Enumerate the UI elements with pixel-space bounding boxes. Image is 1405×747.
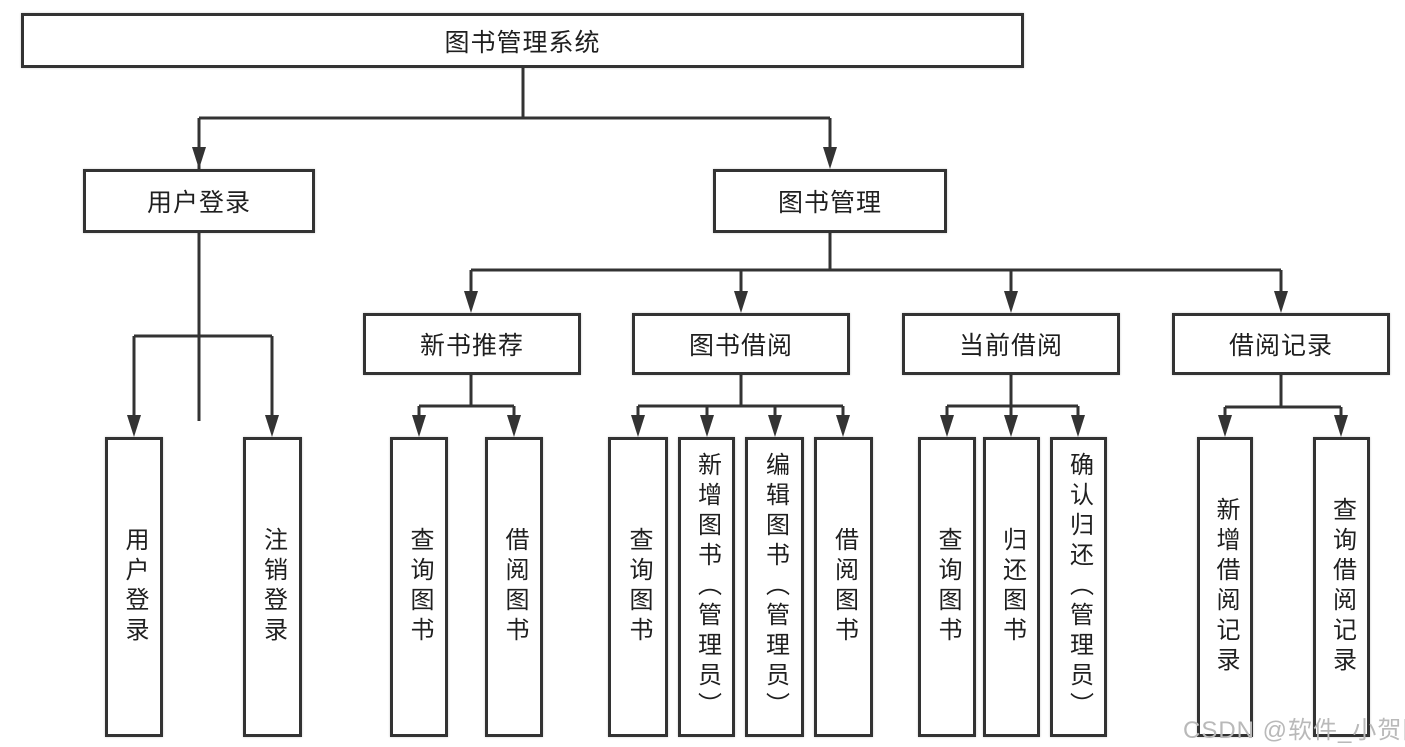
leaf-logout-label: 注销登录 [259, 527, 287, 647]
leaf-borrowing-borrow-books-label: 借阅图书 [830, 527, 858, 647]
node-book-management-label: 图书管理 [777, 189, 882, 217]
leaf-add-borrow-record-label: 新增借阅记录 [1212, 497, 1239, 677]
leaf-current-query-books: 查询图书 [918, 437, 976, 737]
node-new-book-recommend-label: 新书推荐 [419, 332, 524, 360]
node-user-login: 用户登录 [83, 169, 315, 233]
leaf-user-login: 用户登录 [105, 437, 163, 737]
node-root: 图书管理系统 [21, 13, 1024, 68]
arrowhead-icons [127, 147, 1348, 437]
leaf-edit-books-admin-label: 编辑图书（管理员） [761, 452, 789, 722]
leaf-current-query-books-label: 查询图书 [934, 527, 961, 647]
leaf-add-books-admin: 新增图书（管理员） [678, 437, 735, 737]
leaf-recommend-borrow-books: 借阅图书 [485, 437, 543, 737]
leaf-recommend-query-books: 查询图书 [390, 437, 448, 737]
leaf-return-books: 归还图书 [983, 437, 1040, 737]
node-new-book-recommend: 新书推荐 [363, 313, 581, 375]
leaf-confirm-return-admin-label: 确认归还（管理员） [1065, 452, 1093, 722]
node-borrowing-records-label: 借阅记录 [1228, 332, 1333, 360]
leaf-query-borrow-record-label: 查询借阅记录 [1328, 497, 1356, 677]
node-current-borrowing-label: 当前借阅 [958, 332, 1063, 360]
leaf-recommend-borrow-books-label: 借阅图书 [501, 527, 528, 647]
node-user-login-label: 用户登录 [146, 189, 251, 217]
leaf-return-books-label: 归还图书 [998, 527, 1026, 647]
node-book-management: 图书管理 [713, 169, 947, 233]
node-root-label: 图书管理系统 [444, 28, 601, 57]
leaf-query-borrow-record: 查询借阅记录 [1313, 437, 1370, 737]
leaf-add-books-admin-label: 新增图书（管理员） [693, 452, 721, 722]
leaf-recommend-query-books-label: 查询图书 [406, 527, 433, 647]
leaf-logout: 注销登录 [243, 437, 302, 737]
node-borrowing-records: 借阅记录 [1172, 313, 1390, 375]
node-book-borrowing-label: 图书借阅 [688, 332, 793, 360]
leaf-borrowing-query-books: 查询图书 [608, 437, 668, 737]
leaf-user-login-label: 用户登录 [121, 527, 148, 647]
node-current-borrowing: 当前借阅 [902, 313, 1120, 375]
leaf-borrowing-query-books-label: 查询图书 [625, 527, 652, 647]
leaf-add-borrow-record: 新增借阅记录 [1197, 437, 1253, 737]
leaf-borrowing-borrow-books: 借阅图书 [814, 437, 873, 737]
leaf-edit-books-admin: 编辑图书（管理员） [745, 437, 804, 737]
leaf-confirm-return-admin: 确认归还（管理员） [1050, 437, 1107, 737]
node-book-borrowing: 图书借阅 [632, 313, 850, 375]
csdn-watermark: CSDN @软件_小贺同学 [1183, 717, 1405, 744]
